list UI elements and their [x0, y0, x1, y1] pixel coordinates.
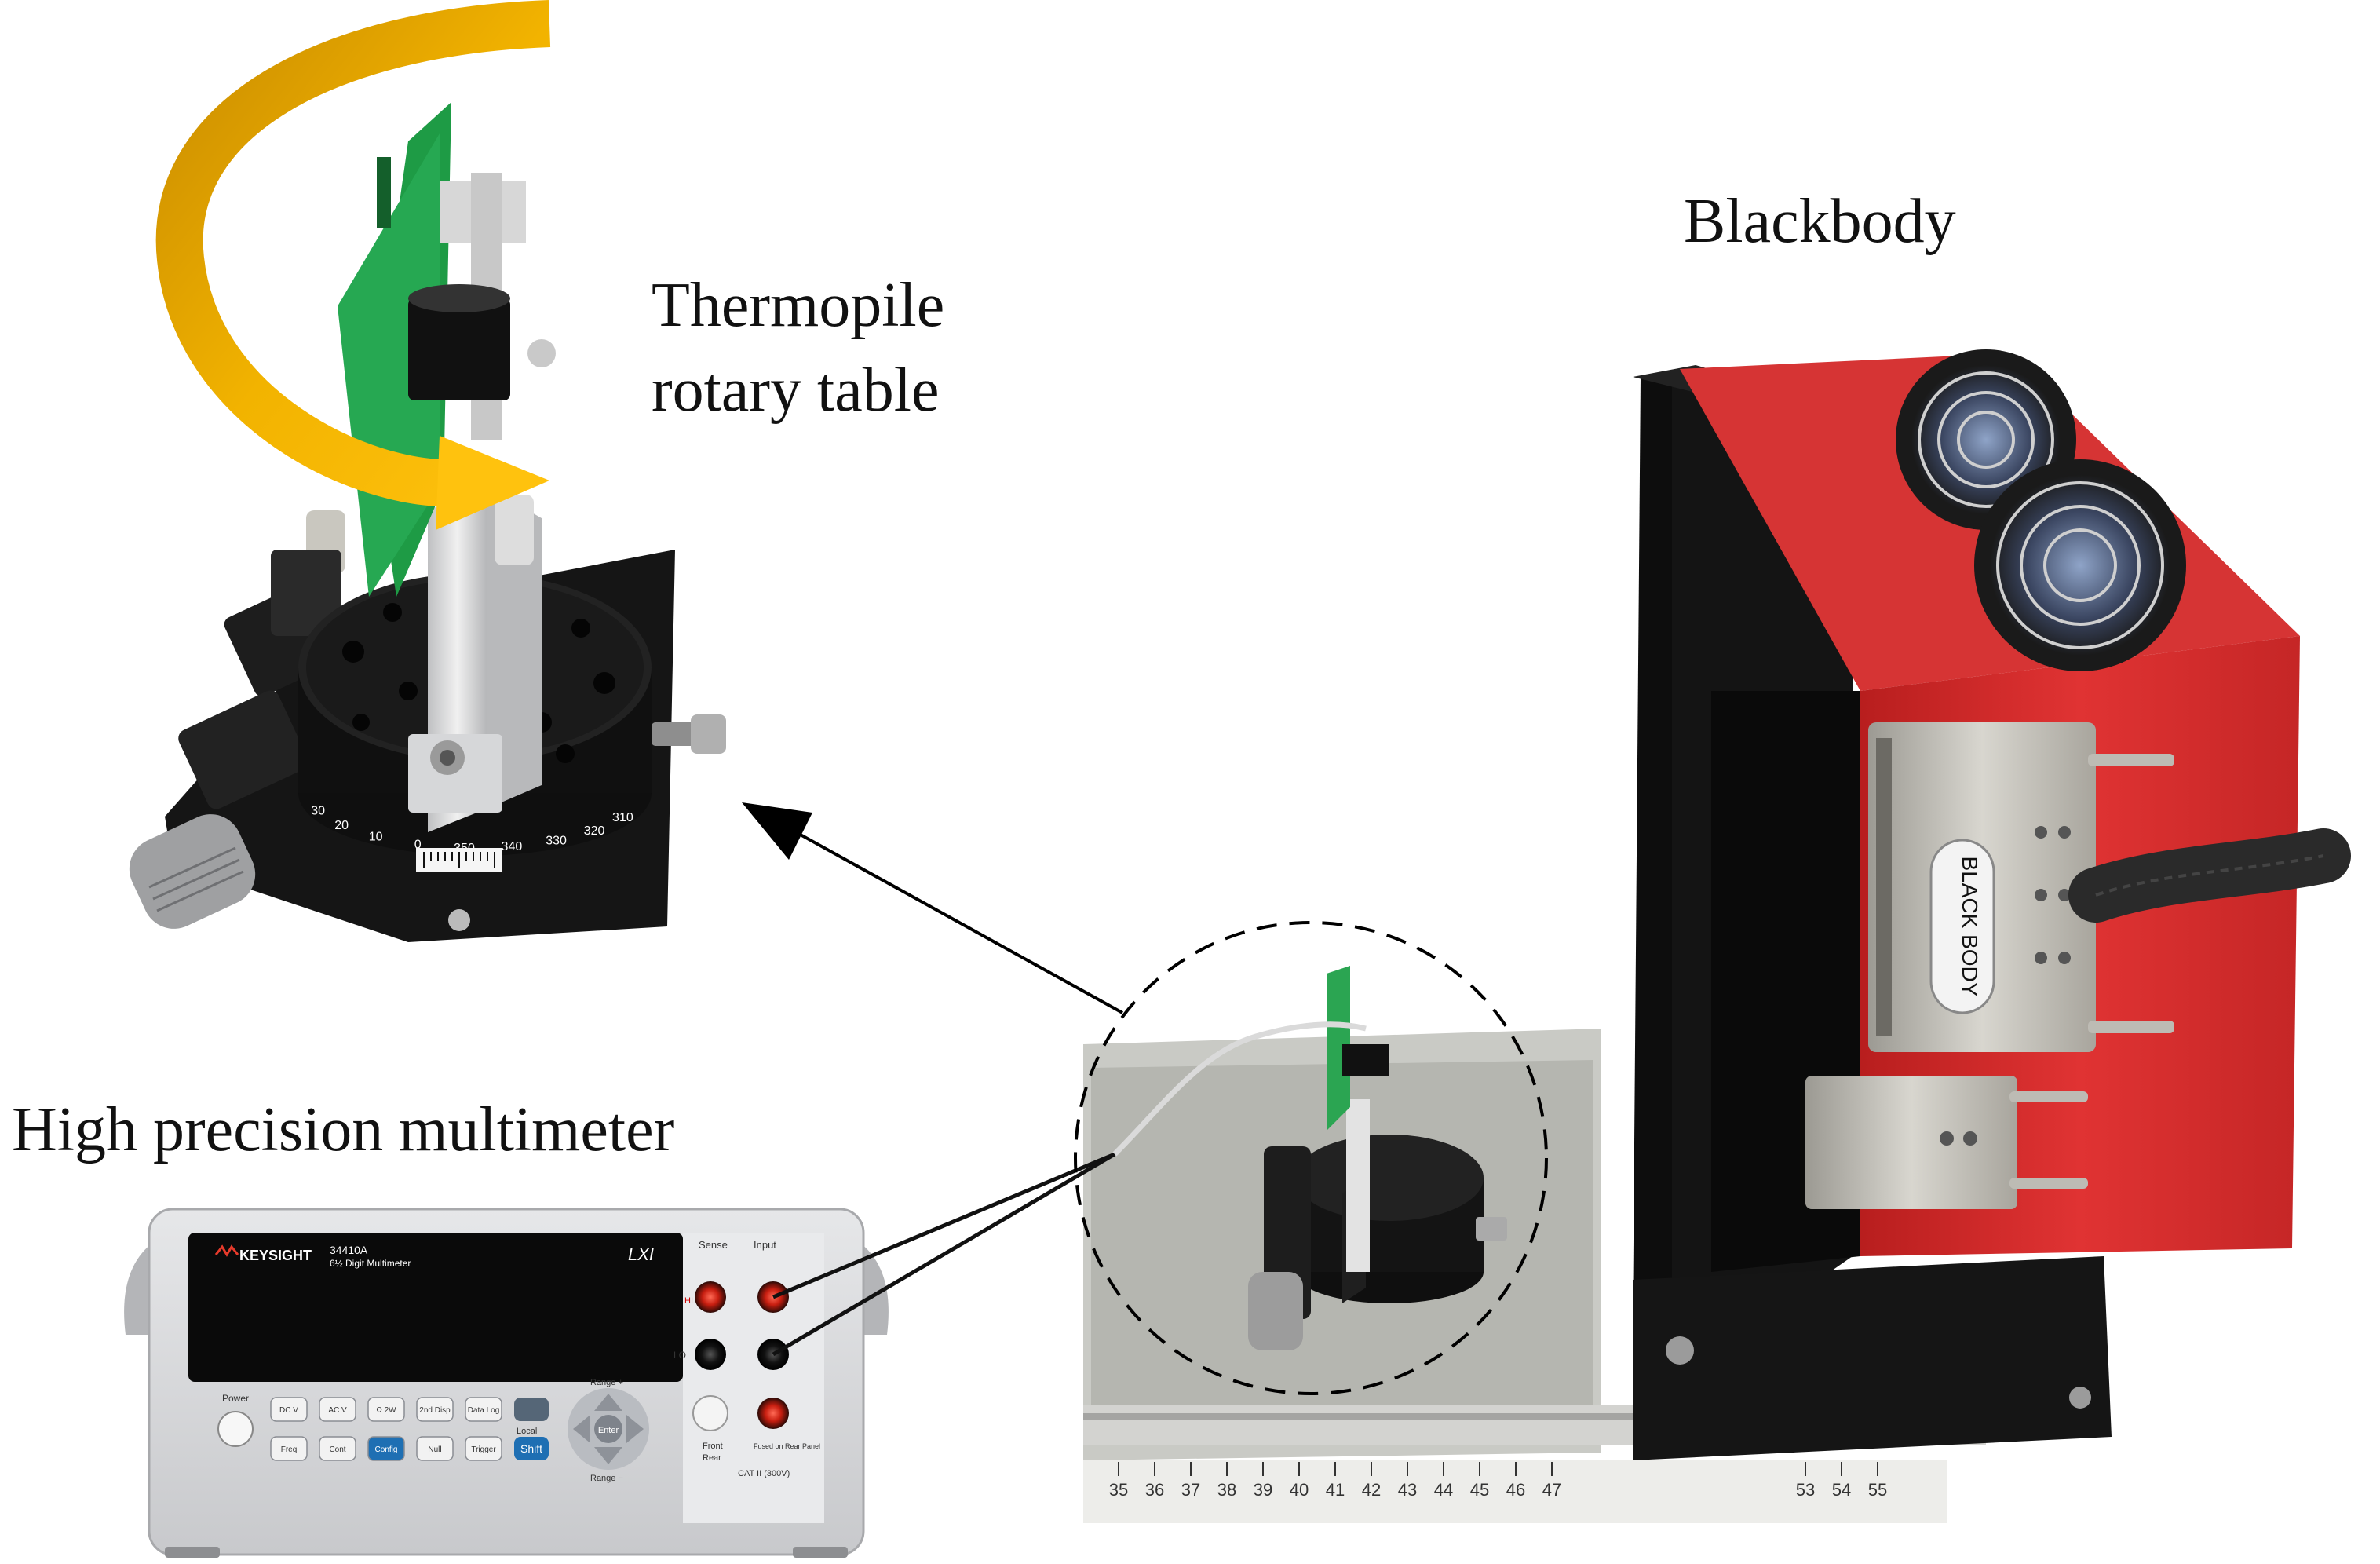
- meter-key-cont[interactable]: Cont: [319, 1436, 356, 1461]
- multimeter-lxi: LXI: [628, 1244, 654, 1264]
- meter-key--2w[interactable]: Ω 2W: [367, 1397, 405, 1422]
- power-label: Power: [222, 1393, 249, 1404]
- rail-stage: [1248, 966, 1507, 1350]
- connection-wires: [772, 1021, 1367, 1357]
- meter-key-trigger[interactable]: Trigger: [465, 1436, 502, 1461]
- ruler-label: 54: [1832, 1480, 1851, 1500]
- rotary-scale-label: 0: [414, 839, 422, 852]
- svg-text:AC V: AC V: [328, 1406, 347, 1415]
- ruler-label: 44: [1434, 1480, 1453, 1500]
- ruler-label: 46: [1506, 1480, 1525, 1500]
- rotary-scale-label: 310: [612, 811, 633, 824]
- current-terminal[interactable]: [757, 1398, 789, 1429]
- ruler-label: 40: [1290, 1480, 1309, 1500]
- sense-hi-terminal[interactable]: [695, 1281, 726, 1313]
- svg-text:Freq: Freq: [281, 1445, 298, 1454]
- db-connector-bottom: [1805, 1076, 2088, 1209]
- svg-text:2nd Disp: 2nd Disp: [419, 1406, 451, 1415]
- ruler-label: 55: [1868, 1480, 1887, 1500]
- blackbody-photo: 35 36 37 38 39 40 41 42 43 44 45 46 47 53 54 55: [1083, 349, 2351, 1523]
- rear-label: Rear: [703, 1453, 721, 1463]
- key-row-1: DC V AC V Ω 2W 2nd Disp Data Log: [270, 1397, 502, 1422]
- rotary-scale-label: 10: [369, 831, 383, 844]
- svg-text:DC V: DC V: [279, 1406, 298, 1415]
- range-up-label: Range +: [590, 1378, 623, 1387]
- ruler-label: 39: [1254, 1480, 1272, 1500]
- shift-button[interactable]: [514, 1398, 549, 1421]
- zoom-pointer-arrow: [753, 807, 1123, 1014]
- blackbody-label: Blackbody: [1684, 187, 1956, 256]
- sense-lo-terminal[interactable]: [695, 1339, 726, 1370]
- input-label: Input: [754, 1239, 776, 1251]
- multimeter-label: High precision multimeter: [12, 1095, 675, 1164]
- rotary-table-label-line1: Thermopile: [652, 271, 945, 340]
- micrometer-left: [129, 510, 345, 929]
- rotary-table-label-line2: rotary table: [652, 356, 940, 425]
- meter-key-null[interactable]: Null: [416, 1436, 454, 1461]
- rotary-scale-label: 340: [502, 840, 523, 853]
- rotation-arrow: [155, 0, 551, 530]
- meter-key-freq[interactable]: Freq: [270, 1436, 308, 1461]
- local-key-label: Local: [517, 1427, 537, 1436]
- power-button[interactable]: [217, 1411, 254, 1447]
- ruler-label: 45: [1470, 1480, 1489, 1500]
- blackbody-connector-label: BLACK BODY: [1958, 857, 1982, 997]
- zoom-indicator-circle: [1074, 921, 1548, 1395]
- ruler-label: 37: [1181, 1480, 1200, 1500]
- fan-bottom: [1974, 459, 2186, 671]
- lo-label: LO: [673, 1350, 686, 1361]
- rotary-scale-label: 330: [546, 835, 567, 848]
- fused-label: Fused on Rear Panel: [754, 1442, 820, 1450]
- ruler-label: 42: [1362, 1480, 1381, 1500]
- multimeter-photo: KEYSIGHT 34410A 6½ Digit Multimeter LXI …: [124, 1208, 889, 1558]
- aluminium-post: [408, 487, 542, 832]
- svg-text:Ω 2W: Ω 2W: [376, 1406, 396, 1415]
- ruler-label: 53: [1796, 1480, 1815, 1500]
- zoom-pointer-arrowhead: [742, 802, 812, 860]
- multimeter-brand: KEYSIGHT: [239, 1248, 312, 1263]
- meter-key-ac-v[interactable]: AC V: [319, 1397, 356, 1422]
- svg-text:Cont: Cont: [329, 1445, 345, 1454]
- ruler-label: 36: [1145, 1480, 1164, 1500]
- meter-key-2nd-disp[interactable]: 2nd Disp: [416, 1397, 454, 1422]
- hi-label: HI: [684, 1296, 693, 1306]
- enter-key-label: Enter: [598, 1426, 619, 1435]
- ruler-label: 43: [1398, 1480, 1417, 1500]
- svg-text:Config: Config: [375, 1445, 398, 1454]
- rotary-scale-label: 320: [584, 824, 605, 838]
- rotary-scale-label: 30: [311, 805, 325, 818]
- local-shift-button[interactable]: Shift: [514, 1437, 549, 1460]
- cat-label: CAT II (300V): [738, 1469, 790, 1478]
- ruler-label: 35: [1109, 1480, 1128, 1500]
- front-label: Front: [703, 1442, 723, 1451]
- shift-key-label: Shift: [520, 1442, 542, 1455]
- multimeter-model: 34410A: [330, 1244, 368, 1256]
- key-row-2: Freq Cont Config Null Trigger: [270, 1436, 502, 1461]
- ruler-ticks: 35 36 37 38 39 40 41 42 43 44 45 46 47 53 54 55: [1109, 1462, 1887, 1500]
- ruler-label: 38: [1217, 1480, 1236, 1500]
- range-down-label: Range −: [590, 1474, 623, 1483]
- svg-text:Data Log: Data Log: [468, 1406, 500, 1415]
- rotary-scale-label: 20: [334, 819, 349, 832]
- svg-text:Null: Null: [428, 1445, 441, 1454]
- ruler-label: 47: [1542, 1480, 1561, 1500]
- db-connector-top: BLACK BODY: [1868, 722, 2174, 1052]
- meter-key-dc-v[interactable]: DC V: [270, 1397, 308, 1422]
- nav-cluster[interactable]: Enter: [568, 1388, 649, 1470]
- blackbody-housing: BLACK BODY: [1633, 349, 2351, 1460]
- meter-key-config[interactable]: Config: [367, 1436, 405, 1461]
- meter-key-data-log[interactable]: Data Log: [465, 1397, 502, 1422]
- rotary-table-photo: 3020100350340330320310: [129, 0, 726, 942]
- svg-text:Trigger: Trigger: [471, 1445, 496, 1454]
- sense-label: Sense: [699, 1239, 728, 1251]
- front-rear-button[interactable]: [692, 1395, 728, 1431]
- ruler-label: 41: [1326, 1480, 1345, 1500]
- multimeter-subtitle: 6½ Digit Multimeter: [330, 1258, 411, 1269]
